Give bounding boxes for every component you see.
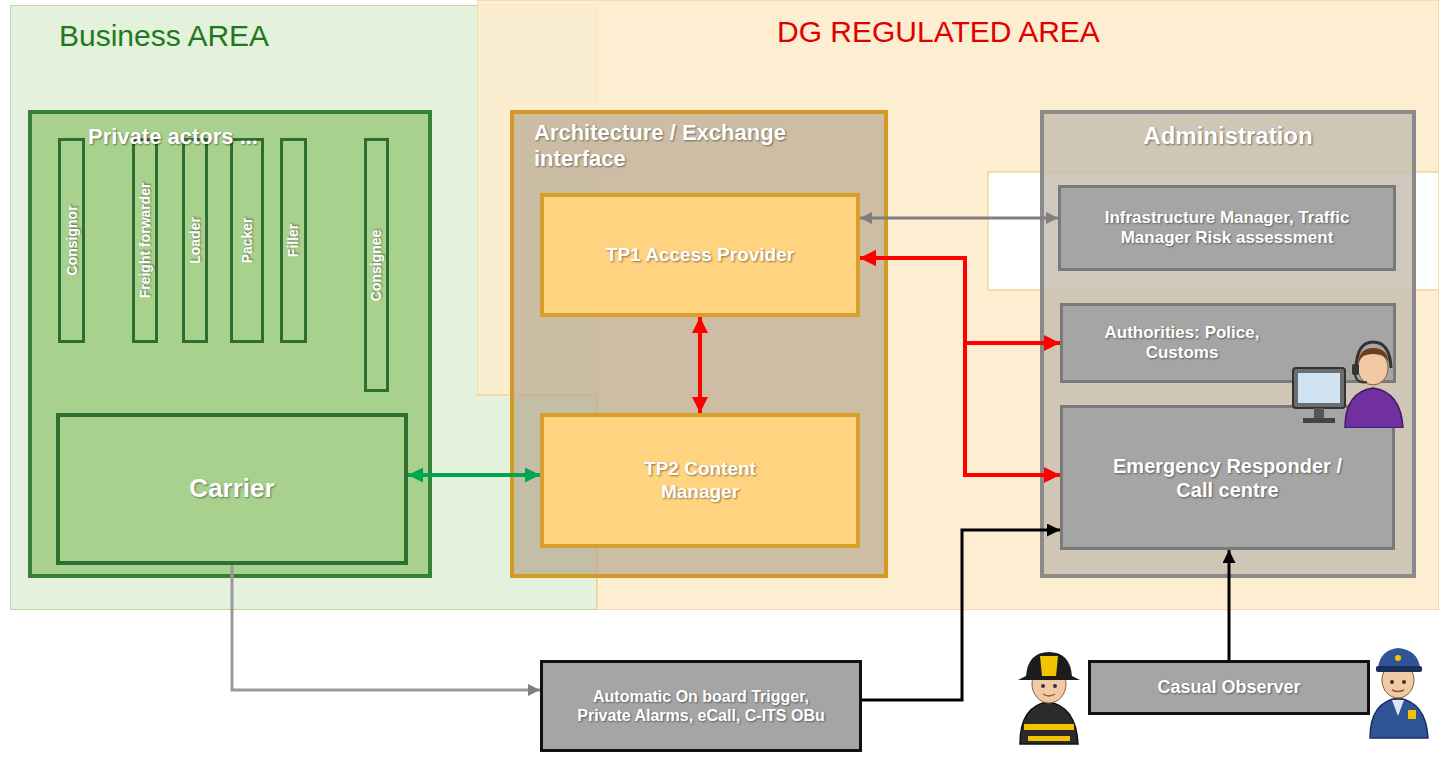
group-heading: Architecture / Exchange interface xyxy=(534,120,864,173)
actor-box: Consignee xyxy=(364,138,389,392)
connector-arrow xyxy=(862,530,1060,700)
box-label: TP1 Access Provider xyxy=(606,244,794,267)
box-label: Packer xyxy=(239,218,256,264)
band-outline xyxy=(477,0,1439,610)
group-heading: DG REGULATED AREA xyxy=(777,14,1439,50)
actor-box: Packer xyxy=(230,138,264,343)
police-officer-figure xyxy=(1370,648,1428,738)
firefighter-figure xyxy=(1018,652,1080,744)
connector-group xyxy=(232,218,1229,700)
connector-arrow xyxy=(860,258,1060,343)
actor-box: Freight forwarder xyxy=(132,138,158,343)
box-label: Filler xyxy=(285,224,302,257)
box-label: Casual Observer xyxy=(1157,677,1300,699)
process-box: Carrier xyxy=(56,413,408,565)
group-heading: Administration xyxy=(1044,122,1412,151)
process-box: Infrastructure Manager, Traffic Manager … xyxy=(1058,185,1396,271)
actor-box: Filler xyxy=(280,138,307,343)
connector-arrow xyxy=(408,473,540,477)
group-box: Architecture / Exchange interfaceTP1 Acc… xyxy=(510,110,888,578)
box-label: Loader xyxy=(187,217,204,264)
group-box: AdministrationInfrastructure Manager, Tr… xyxy=(1040,110,1416,578)
box-label: Consignee xyxy=(368,229,385,301)
box-label: Authorities: Police, Customs xyxy=(1072,323,1292,364)
box-label: TP2 Content Manager xyxy=(605,458,795,504)
process-box: TP1 Access Provider xyxy=(540,193,860,317)
operator-icon xyxy=(1287,336,1407,428)
connector-arrow xyxy=(1228,550,1231,660)
process-box: Automatic On board Trigger, Private Alar… xyxy=(540,660,862,752)
box-label: Freight forwarder xyxy=(137,183,154,299)
group-heading: Business AREA xyxy=(59,18,596,54)
process-box: TP2 Content Manager xyxy=(540,413,860,548)
group-heading: Private actors ... xyxy=(88,124,428,150)
box-label: Consignor xyxy=(63,205,80,275)
box-label: Infrastructure Manager, Traffic Manager … xyxy=(1072,208,1382,249)
regulated-area-band: DG REGULATED AREA Architecture / Exchange… xyxy=(477,0,1439,610)
process-box: Casual Observer xyxy=(1088,660,1370,715)
actor-box: Loader xyxy=(182,138,208,343)
connector-arrow xyxy=(860,258,1060,475)
actor-box: Consignor xyxy=(58,138,85,343)
box-label: Automatic On board Trigger, Private Alar… xyxy=(566,687,836,725)
connector-arrow xyxy=(698,317,702,413)
box-label: Emergency Responder / Call centre xyxy=(1113,454,1343,502)
connector-arrow xyxy=(860,217,1058,220)
connector-arrow xyxy=(232,565,540,690)
box-label: Carrier xyxy=(189,473,274,504)
group-box: Private actors ... Consignor Freight forwa… xyxy=(28,110,432,578)
